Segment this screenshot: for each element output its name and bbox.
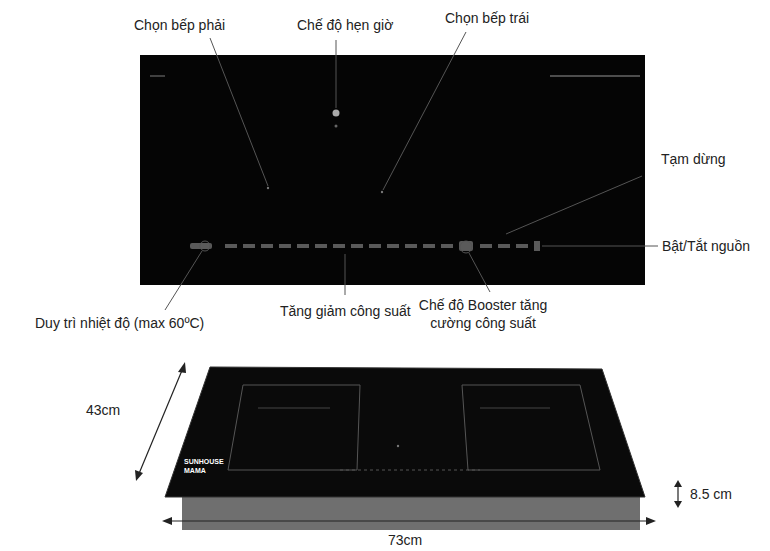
callout-label: Tăng giảm công suất — [280, 302, 411, 320]
dimension-label: 43cm — [86, 401, 120, 419]
leader-lines — [165, 32, 658, 310]
callout-label: Chọn bếp phải — [134, 16, 225, 34]
control-strip — [190, 241, 540, 251]
callout-label: Chế độ Booster tăng cường công suất — [408, 296, 558, 332]
brand-logo: SUNHOUSE — [184, 458, 224, 466]
cooktop-glass — [165, 367, 645, 497]
dimension-label: 73cm — [388, 531, 422, 549]
callout-label: Chọn bếp trái — [445, 9, 529, 27]
callout-label: Tạm dừng — [661, 150, 726, 168]
dimension-arrows — [135, 362, 682, 525]
callout-label: Chế độ hẹn giờ — [297, 16, 393, 34]
timer-dot — [333, 110, 340, 117]
control-panel — [140, 55, 645, 285]
callout-label: Duy trì nhiệt độ (max 60ºC) — [35, 314, 204, 332]
cooktop-body — [182, 495, 640, 530]
brand-logo: MAMA — [184, 467, 206, 475]
dimension-label: 8.5 cm — [690, 485, 732, 503]
callout-label: Bật/Tắt nguồn — [662, 237, 750, 255]
